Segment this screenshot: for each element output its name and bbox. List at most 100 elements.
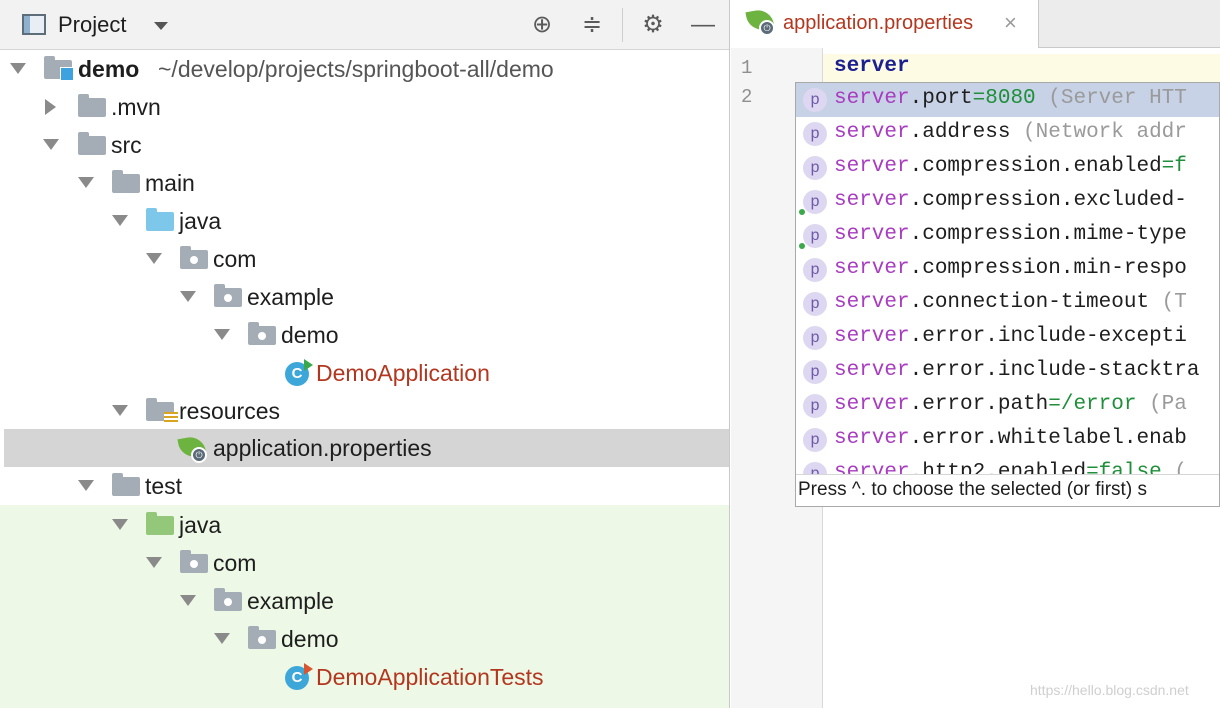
tree-label: java bbox=[179, 208, 222, 234]
package-icon bbox=[248, 626, 276, 649]
tab-application-properties[interactable]: ⏻ application.properties × bbox=[731, 0, 1039, 48]
expand-arrow-icon[interactable] bbox=[43, 139, 59, 150]
expand-arrow-icon[interactable] bbox=[78, 480, 94, 491]
tree-row-test[interactable]: test bbox=[0, 467, 729, 505]
completion-hint: (Network addr bbox=[1010, 121, 1187, 144]
tree-label: demo bbox=[78, 56, 140, 82]
tree-row-com[interactable]: com bbox=[0, 240, 729, 278]
status-dot-icon bbox=[799, 243, 805, 249]
tree-row-demoapplicationtests[interactable]: C DemoApplicationTests bbox=[0, 658, 729, 696]
expand-arrow-icon[interactable] bbox=[146, 253, 162, 264]
code-line[interactable]: server bbox=[834, 55, 910, 78]
expand-arrow-icon[interactable] bbox=[112, 519, 128, 530]
spring-properties-icon: ⏻ bbox=[177, 434, 211, 463]
completion-text: server.compression.excluded- bbox=[834, 189, 1187, 212]
tree-row-test-com[interactable]: com bbox=[0, 544, 729, 582]
expand-arrow-icon[interactable] bbox=[214, 633, 230, 644]
folder-icon bbox=[78, 132, 106, 155]
source-folder-icon bbox=[146, 208, 174, 231]
collapse-all-icon[interactable]: ≑ bbox=[581, 11, 603, 38]
tree-row-test-example[interactable]: example bbox=[0, 582, 729, 620]
completion-rest: .address bbox=[909, 121, 1011, 144]
completion-rest: .compression.mime-type bbox=[909, 223, 1187, 246]
close-icon[interactable]: × bbox=[1004, 10, 1017, 35]
project-view-title[interactable]: Project bbox=[58, 12, 127, 37]
property-icon: p bbox=[803, 224, 827, 248]
collapse-arrow-icon[interactable] bbox=[45, 99, 56, 115]
tree-row-example[interactable]: example bbox=[0, 278, 729, 316]
tree-row-application-properties[interactable]: ⏻ application.properties bbox=[4, 429, 729, 467]
property-icon: p bbox=[803, 190, 827, 214]
completion-rest: .compression.min-respo bbox=[909, 257, 1187, 280]
tree-row-test-demo[interactable]: demo bbox=[0, 620, 729, 658]
folder-icon bbox=[78, 94, 106, 117]
completion-item[interactable]: p server.compression.enabled=f bbox=[796, 151, 1219, 185]
spring-properties-icon: ⏻ bbox=[745, 7, 779, 36]
package-icon bbox=[180, 246, 208, 269]
line-number: 1 bbox=[741, 57, 753, 79]
completion-footer: Press ^. to choose the selected (or firs… bbox=[796, 474, 1219, 506]
tree-row-demo-root[interactable]: demo ~/develop/projects/springboot-all/d… bbox=[0, 50, 729, 88]
chevron-down-icon[interactable] bbox=[154, 22, 168, 30]
tree-row-demoapplication[interactable]: C DemoApplication bbox=[0, 354, 729, 392]
project-panel-header: Project ⊕ ≑ ⚙ — bbox=[0, 0, 729, 50]
expand-arrow-icon[interactable] bbox=[214, 329, 230, 340]
tree-row-resources[interactable]: resources bbox=[0, 392, 729, 430]
completion-rest: .port bbox=[909, 87, 973, 110]
tree-label: src bbox=[111, 132, 142, 158]
locate-icon[interactable]: ⊕ bbox=[531, 11, 553, 38]
tree-label: example bbox=[247, 588, 334, 614]
completion-text: server.error.include-stacktra bbox=[834, 359, 1199, 382]
property-icon: p bbox=[803, 156, 827, 180]
package-icon bbox=[248, 322, 276, 345]
package-icon bbox=[214, 284, 242, 307]
tree-row-mvn[interactable]: .mvn bbox=[0, 88, 729, 126]
completion-rest: .error.include-stacktra bbox=[909, 359, 1200, 382]
tree-label: example bbox=[247, 284, 334, 310]
completion-text: server.connection-timeout (T bbox=[834, 291, 1187, 314]
tree-row-main[interactable]: main bbox=[0, 164, 729, 202]
tree-row-java[interactable]: java bbox=[0, 202, 729, 240]
expand-arrow-icon[interactable] bbox=[78, 177, 94, 188]
tree-row-test-java[interactable]: java bbox=[0, 506, 729, 544]
expand-arrow-icon[interactable] bbox=[180, 595, 196, 606]
editor-tab-bar: ⏻ application.properties × bbox=[731, 0, 1220, 48]
expand-arrow-icon[interactable] bbox=[180, 291, 196, 302]
tree-row-src[interactable]: src bbox=[0, 126, 729, 164]
tab-label: application.properties bbox=[783, 12, 974, 34]
tree-label: DemoApplication bbox=[316, 360, 490, 386]
tree-label: .mvn bbox=[111, 94, 161, 120]
gear-icon[interactable]: ⚙ bbox=[642, 11, 664, 38]
expand-arrow-icon[interactable] bbox=[112, 215, 128, 226]
completion-value: =8080 bbox=[972, 87, 1036, 110]
test-class-icon: C bbox=[285, 663, 313, 690]
tree-row-demo-package[interactable]: demo bbox=[0, 316, 729, 354]
expand-arrow-icon[interactable] bbox=[112, 405, 128, 416]
completion-match: server bbox=[834, 189, 910, 212]
expand-arrow-icon[interactable] bbox=[10, 63, 26, 74]
tree-label: application.properties bbox=[213, 435, 432, 461]
project-view-icon[interactable] bbox=[22, 14, 46, 35]
completion-item[interactable]: p server.compression.excluded- bbox=[796, 185, 1219, 219]
folder-icon bbox=[112, 170, 140, 193]
folder-icon bbox=[112, 473, 140, 496]
completion-hint: Press ^. to choose the selected (or firs… bbox=[798, 479, 1147, 500]
watermark: https://hello.blog.csdn.net bbox=[1030, 682, 1189, 698]
expand-arrow-icon[interactable] bbox=[146, 557, 162, 568]
completion-text: server.compression.min-respo bbox=[834, 257, 1187, 280]
current-line-highlight bbox=[823, 54, 1220, 82]
completion-text: server.compression.enabled=f bbox=[834, 155, 1187, 178]
hide-panel-icon[interactable]: — bbox=[691, 11, 715, 38]
tree-label: com bbox=[213, 550, 257, 576]
tree-label: com bbox=[213, 246, 257, 272]
